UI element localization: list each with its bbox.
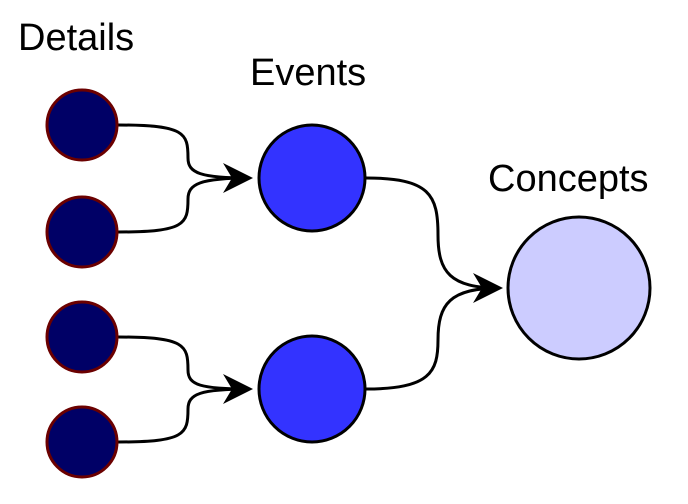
event-node (257, 123, 367, 233)
detail-node (45, 405, 119, 479)
edge-detail-1-event-1 (117, 123, 253, 193)
detail-node (45, 88, 119, 162)
concept-node (506, 215, 652, 361)
detail-node (45, 195, 119, 269)
edge-detail-2-event-1 (117, 176, 251, 234)
details-label: Details (18, 17, 134, 59)
edge-detail-3-event-2 (117, 335, 253, 404)
event-node (257, 334, 367, 444)
edge-event-1-concept-1 (365, 176, 503, 303)
events-label: Events (250, 52, 366, 94)
edge-event-2-concept-1 (365, 286, 501, 391)
detail-node (45, 300, 119, 374)
concepts-label: Concepts (488, 158, 649, 200)
edge-detail-4-event-2 (117, 387, 251, 444)
